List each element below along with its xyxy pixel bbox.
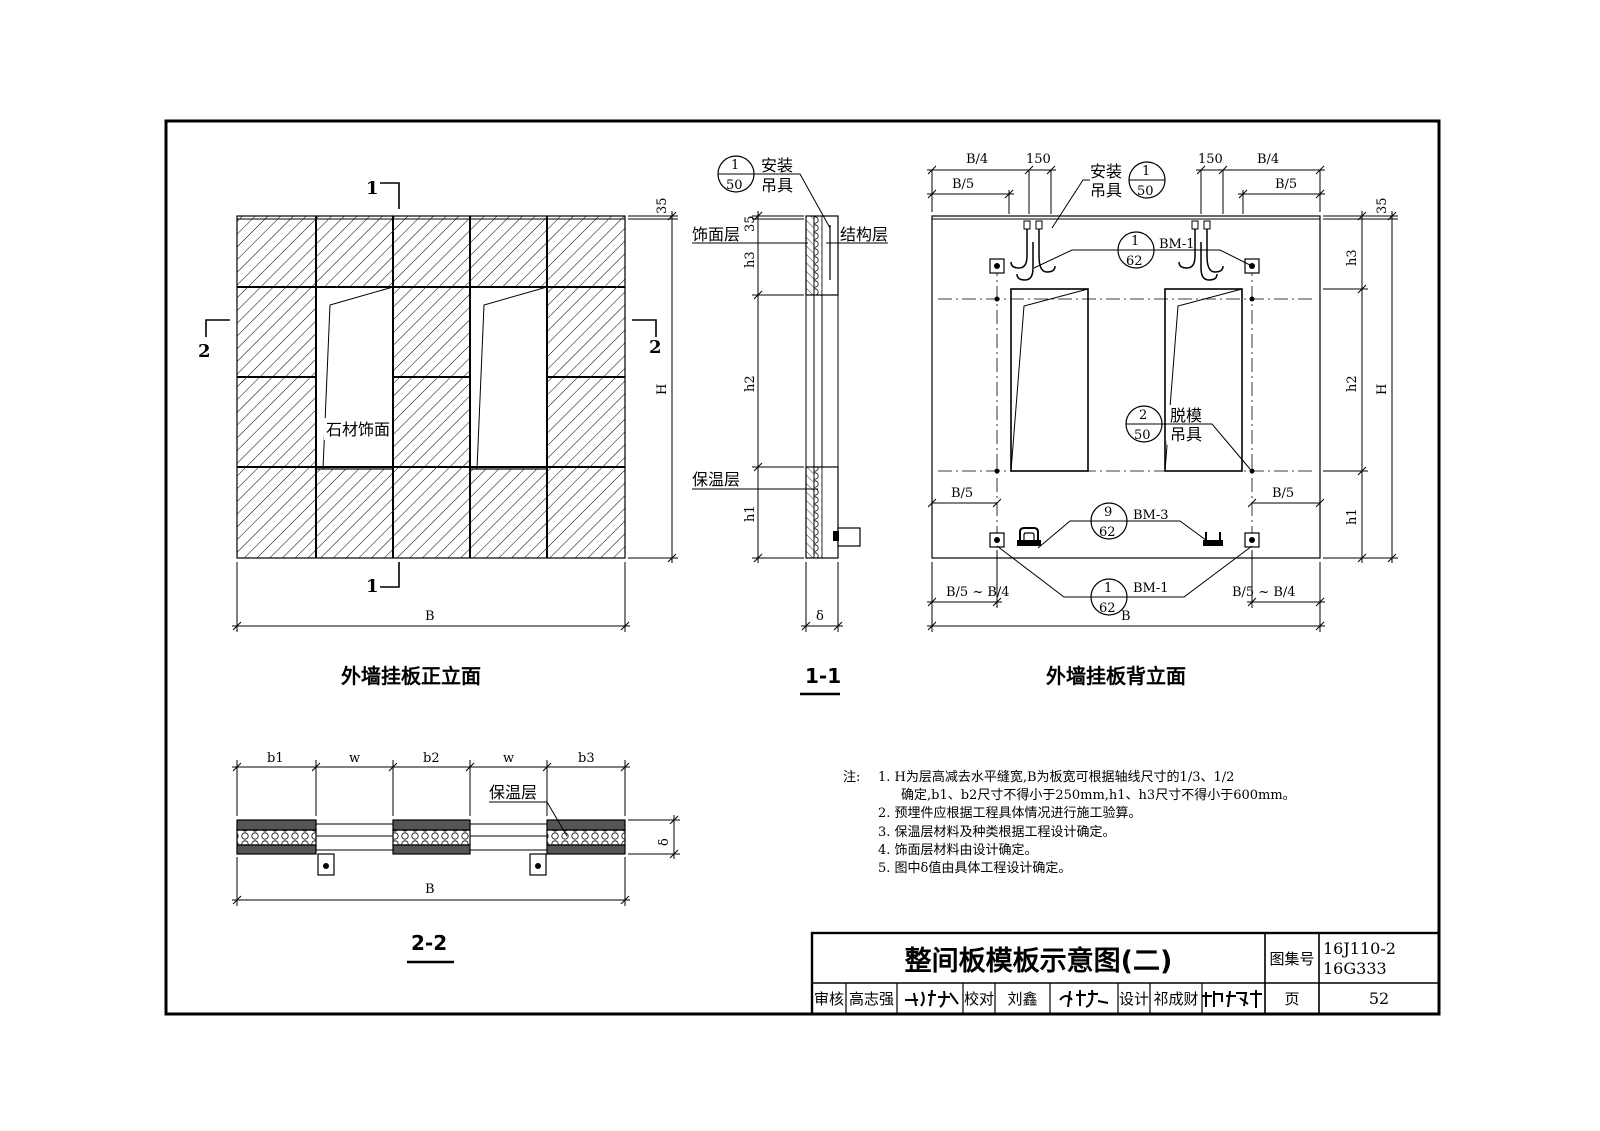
back-dim-B5-right: B/5 xyxy=(1275,177,1297,192)
sheet-border xyxy=(164,119,1441,1016)
s11-insulation-layer-label: 保温层 xyxy=(692,470,740,489)
s22-dim-delta: δ xyxy=(657,838,672,846)
back-install-label1: 安装 xyxy=(1090,162,1122,181)
s11-install-label1: 安装 xyxy=(761,156,793,175)
note-line-1b: 确定,b1、b2尺寸不得小于250mm,h1、h3尺寸不得小于600mm。 xyxy=(901,788,1296,803)
back-dim-B5-low-left: B/5 xyxy=(951,486,973,501)
s22-insulation-label: 保温层 xyxy=(489,783,537,802)
back-dim-h3: h3 xyxy=(1345,249,1360,266)
back-dim-h2: h2 xyxy=(1345,375,1360,392)
designer-name: 祁成财 xyxy=(1153,990,1199,1008)
page-label: 页 xyxy=(1284,990,1300,1008)
note-line-1: 1. H为层高减去水平缝宽,B为板宽可根据轴线尺寸的1/3、1/2 xyxy=(878,770,1235,785)
page-number: 52 xyxy=(1368,989,1390,1008)
back-demold-label2: 吊具 xyxy=(1170,425,1202,444)
section-1-1-title: 1-1 xyxy=(805,664,841,688)
section-marker-1-top: 1 xyxy=(366,178,379,199)
title-block xyxy=(810,931,1441,1016)
back-dim-B: B xyxy=(1121,609,1131,624)
front-elevation: 石材饰面 1 1 2 2 B 35 H xyxy=(198,178,678,688)
s22-dim-w1: w xyxy=(349,751,360,766)
back-bm1-bot-tag: BM-1 xyxy=(1133,581,1169,596)
s11-dim-h1: h1 xyxy=(743,505,758,522)
signature-marks xyxy=(905,989,1262,1008)
front-dim-35: 35 xyxy=(655,197,670,214)
back-bm1-bot-den: 62 xyxy=(1099,601,1116,616)
back-dim-B5B4-left: B/5 ~ B/4 xyxy=(946,585,1010,600)
stone-finish-label: 石材饰面 xyxy=(326,420,390,439)
s22-dim-w2: w xyxy=(503,751,514,766)
section-1-1: 1 50 安装 吊具 饰面层 结构层 保温层 35 h3 h2 h1 xyxy=(692,155,888,696)
back-install-den: 50 xyxy=(1137,184,1154,199)
s22-dim-b1: b1 xyxy=(267,751,284,766)
back-dim-B5B4-right: B/5 ~ B/4 xyxy=(1232,585,1296,600)
back-bm1-top-num: 1 xyxy=(1131,234,1139,249)
front-dim-B: B xyxy=(425,609,435,624)
s11-dim-35: 35 xyxy=(743,215,758,232)
atlas-number-2: 16G333 xyxy=(1323,958,1387,978)
note-line-2: 2. 预埋件应根据工程具体情况进行施工验算。 xyxy=(878,806,1142,821)
window-opening-left xyxy=(315,286,394,470)
note-line-5: 5. 图中δ值由具体工程设计确定。 xyxy=(878,861,1072,876)
back-dim-H: H xyxy=(1375,384,1390,395)
note-line-4: 4. 饰面层材料由设计确定。 xyxy=(878,843,1038,858)
atlas-label: 图集号 xyxy=(1269,949,1315,968)
back-bm1-top-den: 62 xyxy=(1126,254,1143,269)
back-install-num: 1 xyxy=(1142,164,1150,179)
s11-install-num: 1 xyxy=(731,158,739,173)
section-marker-1-bottom: 1 xyxy=(366,576,379,597)
s22-dim-B: B xyxy=(425,882,435,897)
drawing-title: 整间板模板示意图(二) xyxy=(904,945,1173,977)
note-line-3: 3. 保温层材料及种类根据工程设计确定。 xyxy=(878,825,1116,840)
back-demold-label1: 脱模 xyxy=(1170,406,1202,425)
s11-dim-delta: δ xyxy=(816,609,824,624)
s11-dim-h2: h2 xyxy=(743,375,758,392)
back-install-label2: 吊具 xyxy=(1090,181,1122,200)
section-marker-2-left: 2 xyxy=(198,341,211,362)
front-elevation-title: 外墙挂板正立面 xyxy=(341,664,481,688)
back-dim-h1: h1 xyxy=(1345,508,1360,525)
s11-dim-h3: h3 xyxy=(743,251,758,268)
back-dim-B4-left: B/4 xyxy=(966,152,988,167)
back-dim-B5-left: B/5 xyxy=(952,177,974,192)
check-label: 校对 xyxy=(963,990,994,1008)
back-window-left xyxy=(1010,288,1089,472)
s11-install-label2: 吊具 xyxy=(761,176,793,195)
s11-structure-layer-label: 结构层 xyxy=(840,225,888,244)
back-bm3-den: 62 xyxy=(1099,525,1116,540)
back-demold-den: 50 xyxy=(1134,428,1151,443)
review-label: 审核 xyxy=(813,990,844,1008)
reviewer-name: 高志强 xyxy=(848,990,894,1008)
back-dim-150-right: 150 xyxy=(1198,152,1223,167)
section-2-2-title: 2-2 xyxy=(411,931,447,955)
atlas-number-1: 16J110-2 xyxy=(1323,938,1396,958)
section-2-2: b1 w b2 w b3 保温层 δ B 2-2 xyxy=(232,751,680,964)
front-dim-H: H xyxy=(655,384,670,395)
back-bm1-top-tag: BM-1 xyxy=(1159,237,1195,252)
back-dim-35: 35 xyxy=(1375,197,1390,214)
notes-head: 注: xyxy=(843,770,861,785)
s11-install-den: 50 xyxy=(726,178,743,193)
back-dim-B5-low-right: B/5 xyxy=(1272,486,1294,501)
back-dim-B4-right: B/4 xyxy=(1257,152,1279,167)
back-elevation-title: 外墙挂板背立面 xyxy=(1046,664,1186,688)
window-opening-right xyxy=(469,286,548,470)
s22-dim-b3: b3 xyxy=(578,751,595,766)
back-demold-num: 2 xyxy=(1139,408,1147,423)
design-label: 设计 xyxy=(1118,990,1149,1008)
s22-dim-b2: b2 xyxy=(423,751,440,766)
back-bm3-num: 9 xyxy=(1104,505,1112,520)
back-bm1-bot-num: 1 xyxy=(1104,581,1112,596)
checker-name: 刘鑫 xyxy=(1007,990,1038,1008)
s11-finish-layer-label: 饰面层 xyxy=(692,225,740,244)
back-elevation: B/4 150 150 B/4 B/5 B/5 安装 吊具 1 50 1 62 … xyxy=(927,152,1398,688)
back-bm3-tag: BM-3 xyxy=(1133,508,1169,523)
back-dim-150-left: 150 xyxy=(1026,152,1051,167)
section-marker-2-right: 2 xyxy=(649,337,662,358)
